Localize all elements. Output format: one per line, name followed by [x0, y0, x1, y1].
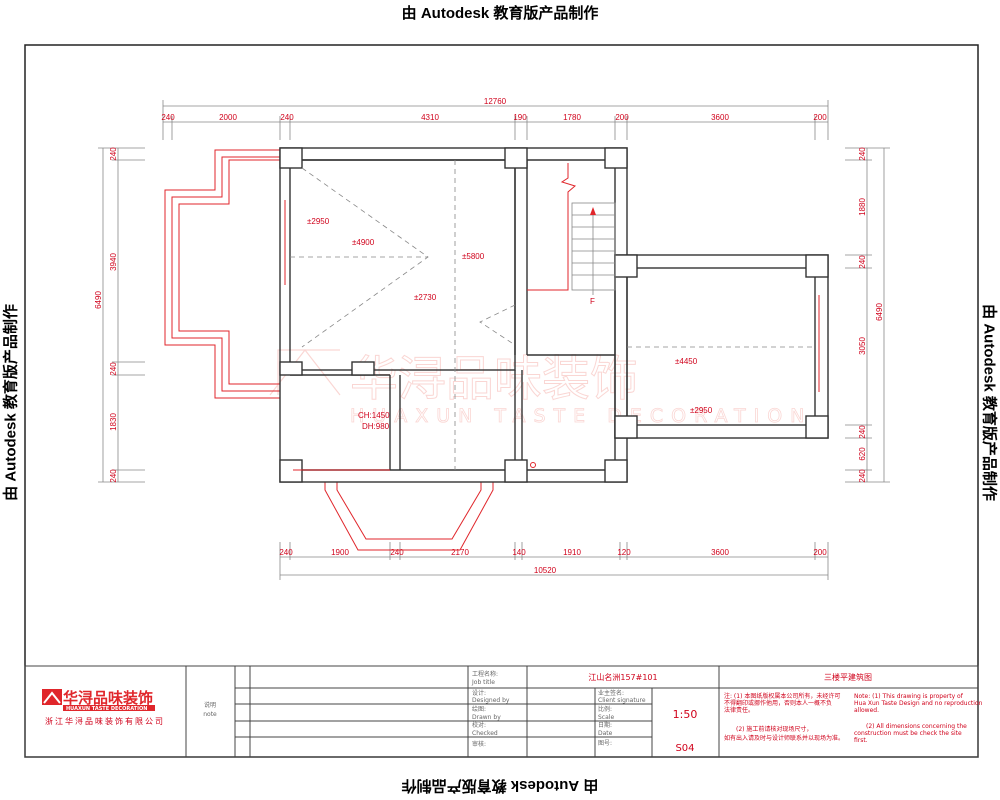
dim-left-total: 6490	[94, 291, 103, 309]
note-line: 注: (1) 本图纸版权属本公司所有，未经许可	[724, 692, 840, 700]
dim-bottom-total: 10520	[534, 566, 557, 575]
note-line: Hua Xun Taste Design and no reproduction	[854, 700, 983, 707]
dim-label: 3050	[858, 337, 867, 355]
note-line: 不得翻印或挪作他用，否则本人一概不负	[724, 699, 832, 707]
note-line: 法律责任。	[724, 706, 754, 714]
left-dimensions: 240 3940 240 1830 240 6490	[94, 147, 145, 483]
company-logo: 华浔品味装饰 HUAXUN TASTE DECORATION 浙江华浔品味装饰有…	[42, 689, 165, 726]
note-label-cn: 说明	[204, 701, 216, 709]
logo-watermark: 华浔品味装饰 HUAXUN TASTE DECORATION	[269, 349, 812, 427]
window-ch-label: CH:1450	[358, 411, 390, 420]
notes-cn: 注: (1) 本图纸版权属本公司所有，未经许可 不得翻印或挪作他用，否则本人一概…	[724, 692, 844, 742]
logo-cn: 华浔品味装饰	[63, 689, 153, 707]
dim-label: 240	[161, 113, 175, 122]
watermark-top: 由 Autodesk 教育版产品制作	[401, 5, 599, 22]
top-dimensions: 12760 240 2000 240 4310 190 1780 200 360…	[161, 97, 829, 140]
dim-label: 2000	[219, 113, 237, 122]
dim-label: 240	[109, 362, 118, 376]
meta-label: 日期:	[598, 721, 612, 729]
title-block: 华浔品味装饰 HUAXUN TASTE DECORATION 浙江华浔品味装饰有…	[24, 665, 983, 758]
dim-label: 1910	[563, 548, 581, 557]
left-bay-window	[164, 149, 280, 399]
meta-label: 比例:	[598, 705, 612, 713]
dim-top-total: 12760	[484, 97, 507, 106]
level-label: ±2730	[414, 293, 437, 302]
dim-label: 190	[513, 113, 527, 122]
dim-label: 240	[858, 425, 867, 439]
meta-label: 图号:	[598, 740, 612, 747]
dim-label: 140	[512, 548, 526, 557]
right-dimensions: 240 1880 240 3050 240 620 240 6490	[845, 147, 890, 483]
company-name: 浙江华浔品味装饰有限公司	[45, 716, 165, 726]
scale-value: 1:50	[673, 708, 698, 721]
dim-label: 240	[109, 469, 118, 483]
roof-lines	[290, 160, 815, 470]
dim-label: 2170	[451, 548, 469, 557]
meta-label: Client signature	[598, 697, 646, 704]
note-line: allowed.	[854, 707, 879, 714]
dim-label: 3600	[711, 548, 729, 557]
notes-en: Note: (1) This drawing is property of Hu…	[854, 693, 983, 744]
bottom-bay-window	[324, 482, 494, 551]
field-label: Drawn by	[472, 714, 501, 721]
note-label-en: note	[203, 711, 217, 718]
dim-label: 120	[617, 548, 631, 557]
note-line: (2) All dimensions concerning the	[866, 723, 967, 730]
dim-label: 1830	[109, 413, 118, 431]
dim-label: 1900	[331, 548, 349, 557]
dim-label: 240	[858, 255, 867, 269]
level-label: ±4900	[352, 238, 375, 247]
drawing-title: 三楼平建筑图	[824, 672, 872, 682]
logo-watermark-cn: 华浔品味装饰	[350, 351, 638, 407]
dim-label: 240	[280, 113, 294, 122]
staircase: F	[527, 163, 616, 306]
dim-label: 240	[109, 147, 118, 161]
drawing-number: S04	[675, 743, 694, 754]
dim-label: 240	[858, 469, 867, 483]
dim-label: 200	[813, 113, 827, 122]
field-label: 审核:	[472, 740, 486, 748]
walls	[279, 147, 829, 483]
dim-label: 1880	[858, 198, 867, 216]
field-label: Checked	[472, 730, 498, 737]
field-label: 工程名称:	[472, 670, 498, 678]
level-label: ±2950	[307, 217, 330, 226]
bottom-dimensions: 240 1900 240 2170 140 1910 120 3600 200 …	[279, 542, 829, 580]
note-line: 如有出入请及时与设计师联系并以现场为准。	[724, 734, 844, 742]
field-label: Job title	[471, 679, 495, 686]
project-name: 江山名洲157#101	[588, 672, 657, 682]
field-label: Designed by	[472, 697, 510, 704]
meta-label: 业主签名:	[598, 689, 624, 697]
note-line: (2) 施工前请核对现场尺寸，	[736, 725, 812, 733]
field-label: 绘图:	[472, 705, 486, 713]
dim-label: 4310	[421, 113, 439, 122]
logo-en: HUAXUN TASTE DECORATION	[66, 706, 147, 712]
dim-label: 620	[858, 447, 867, 461]
dim-right-total: 6490	[875, 303, 884, 321]
meta-label: Date	[598, 730, 613, 737]
dim-label: 200	[813, 548, 827, 557]
note-line: first.	[854, 737, 868, 744]
dim-label: 1780	[563, 113, 581, 122]
field-label: 校对:	[472, 721, 486, 729]
dim-label: 3600	[711, 113, 729, 122]
field-label: 设计:	[472, 689, 486, 697]
stair-label: F	[590, 297, 595, 306]
window-dh-label: DH:980	[362, 422, 390, 431]
dim-label: 240	[858, 147, 867, 161]
logo-watermark-en: HUAXUN TASTE DECORATION	[350, 405, 812, 427]
level-label: ±4450	[675, 357, 698, 366]
level-marks: ±2950 ±4900 ±5800 ±2730 ±4450 ±2950 CH:1…	[307, 217, 713, 431]
dim-label: 240	[390, 548, 404, 557]
level-label: ±2950	[690, 406, 713, 415]
dim-label: 200	[615, 113, 629, 122]
dim-label: 240	[279, 548, 293, 557]
dim-label: 3940	[109, 253, 118, 271]
meta-label: Scale	[598, 714, 614, 721]
level-label: ±5800	[462, 252, 485, 261]
note-line: Note: (1) This drawing is property of	[854, 693, 964, 700]
note-line: construction must be check the site	[854, 730, 962, 737]
